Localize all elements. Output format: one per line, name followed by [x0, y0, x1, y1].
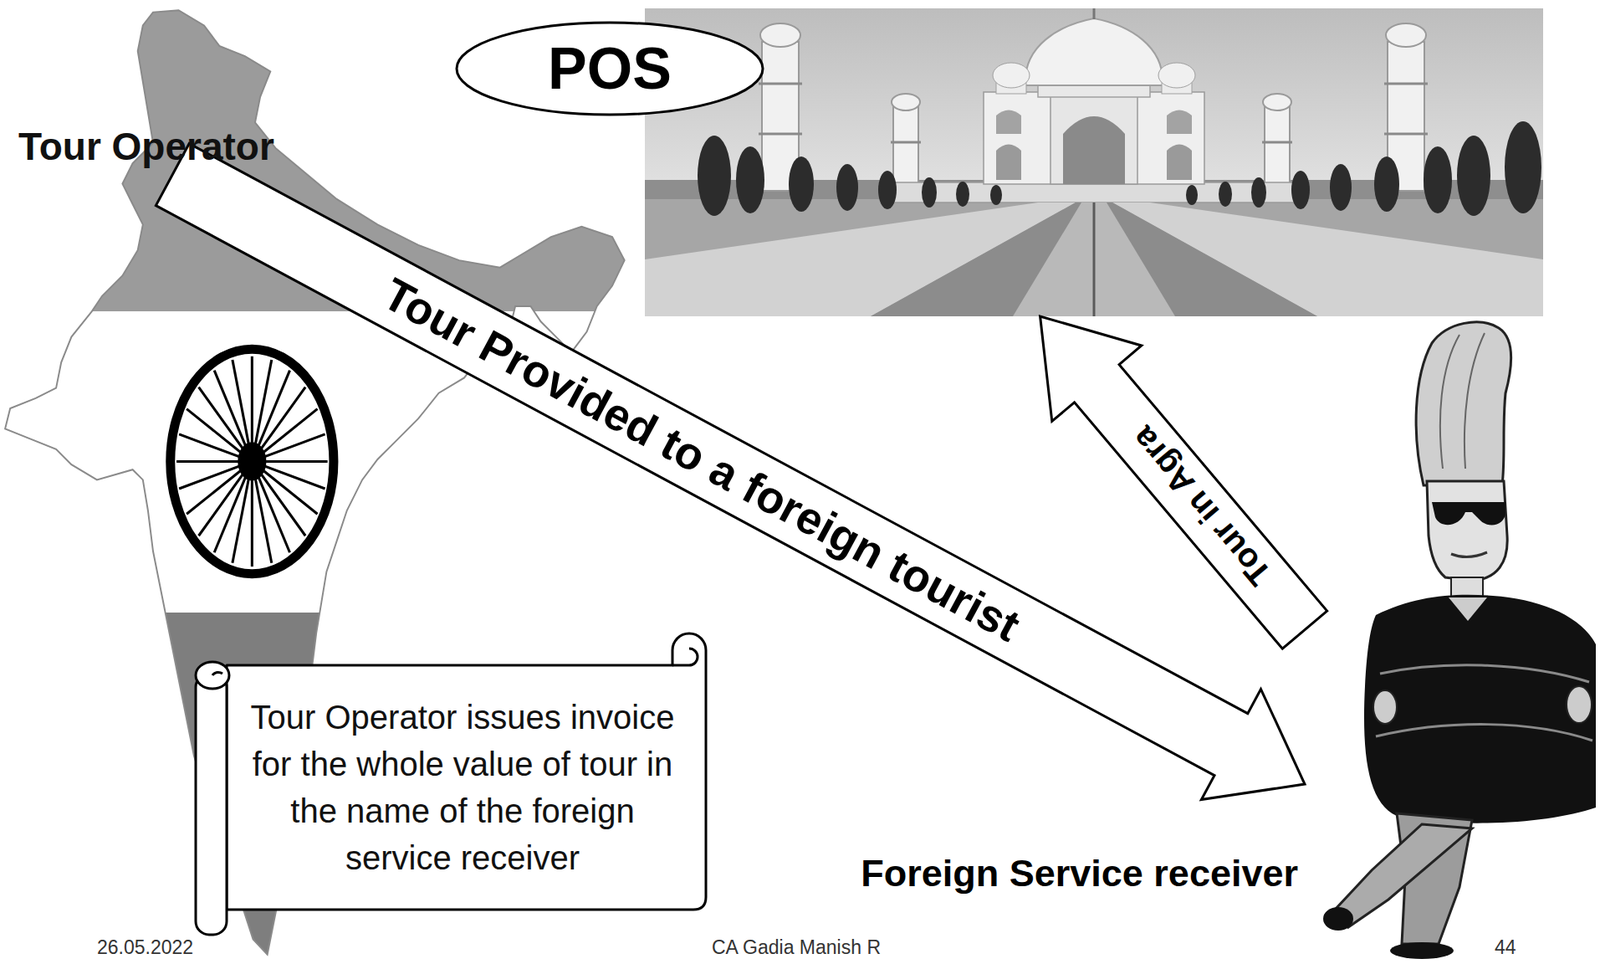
- taj-mahal-scene: [697, 135, 731, 216]
- tourist-figure: [1415, 322, 1511, 486]
- taj-mahal-photo: [644, 8, 1544, 317]
- pos-label: POS: [547, 39, 672, 98]
- taj-mahal-scene: [1262, 93, 1292, 111]
- scroll-roll-curl: [212, 671, 223, 675]
- taj-mahal-scene: [996, 110, 1022, 135]
- taj-mahal-scene: [1158, 62, 1196, 88]
- ashoka-chakra: [170, 348, 334, 573]
- taj-mahal-scene: [1423, 146, 1452, 214]
- taj-mahal-scene: [1012, 202, 1176, 317]
- taj-mahal-scene: [996, 144, 1022, 181]
- taj-mahal-scene: [644, 8, 1544, 203]
- pos-ellipse: POS: [454, 20, 766, 118]
- receiver-caption: Foreign Service receiver: [860, 851, 1299, 895]
- taj-mahal-scene: [1025, 18, 1163, 86]
- taj-mahal-scene: [921, 177, 937, 208]
- chakra-spokes: [176, 356, 328, 567]
- taj-mahal-scene: [1329, 163, 1352, 211]
- taj-mahal-scene: [1185, 184, 1198, 205]
- pos-photo-box: POS: [644, 8, 1544, 317]
- tourist-figure: [1451, 552, 1488, 558]
- footer-label: CA Gadia Manish R: [711, 937, 881, 957]
- tourist-figure: [1440, 332, 1485, 469]
- taj-mahal-scene: [1291, 170, 1310, 210]
- taj-mahal-scene: [1251, 177, 1267, 208]
- taj-mahal-scene: [1384, 132, 1428, 136]
- taj-mahal-scene: [1456, 135, 1491, 216]
- tourist-figure: [1390, 941, 1454, 959]
- ashoka-chakra: [170, 348, 334, 573]
- scroll-roll-top: [195, 661, 230, 689]
- taj-mahal-scene: [890, 141, 921, 144]
- taj-mahal-scene: [1166, 110, 1192, 135]
- taj-mahal-scene: [887, 182, 1301, 203]
- taj-mahal-scene: [983, 92, 1205, 185]
- taj-mahal-scene: [891, 93, 921, 111]
- tourist-figure: [1375, 664, 1593, 741]
- pos-ellipse-shape: [456, 22, 763, 115]
- taj-mahal-scene: [990, 184, 1002, 205]
- taj-mahal-scene: [1384, 82, 1428, 86]
- receiver-caption-holder: Foreign Service receiver: [860, 851, 1299, 895]
- receiver-figure-box: Foreign Service receiver: [1304, 321, 1600, 964]
- taj-mahal-scene: [1050, 95, 1138, 185]
- taj-mahal-scene: [992, 62, 1030, 88]
- taj-mahal-scene: [644, 199, 1544, 317]
- tourist-figure: [1426, 480, 1508, 581]
- node-label: Tour Operator: [15, 123, 278, 170]
- arrow-label: Tour in Agra: [1123, 418, 1279, 594]
- tourist-figure: [1336, 823, 1473, 927]
- tourist-figure: [1364, 594, 1596, 824]
- scroll-note: Tour Operator issues invoice for the who…: [240, 693, 685, 881]
- taj-mahal-scene: [760, 23, 801, 47]
- tourist-figure: [1566, 685, 1592, 723]
- taj-mahal-scene: [870, 202, 1318, 317]
- tourist-figure: [1323, 322, 1596, 959]
- block-arrow: [1040, 316, 1328, 649]
- taj-mahal-scene: [1374, 156, 1400, 212]
- taj-mahal-scene: [1063, 116, 1125, 185]
- tourist-figure: [1373, 690, 1397, 724]
- taj-mahal-scene: [758, 132, 803, 136]
- taj-mahal-scene: [644, 8, 1544, 317]
- scroll-roll: [195, 673, 227, 935]
- taj-mahal-scene: [878, 170, 897, 210]
- scroll-text-holder: Tour Operator issues invoice for the who…: [240, 693, 685, 881]
- taj-mahal-scene: [1262, 141, 1293, 144]
- tour-operator-box: Tour Operator: [15, 123, 278, 170]
- taj-mahal-scene: [788, 156, 814, 212]
- taj-mahal-scene: [1093, 202, 1096, 317]
- taj-mahal-scene: [1264, 107, 1290, 188]
- arrow-label: Tour Provided to a foreign tourist: [373, 268, 1031, 650]
- taj-mahal-scene: [1093, 8, 1096, 20]
- pos-text-holder: POS: [454, 20, 766, 118]
- scroll-body: [226, 633, 706, 910]
- taj-mahal-scene: [893, 107, 919, 188]
- taj-mahal-scene: [697, 121, 1542, 216]
- ashoka-chakra: [237, 441, 266, 481]
- tourist-figure: [1323, 906, 1354, 931]
- taj-mahal-scene: [1504, 121, 1542, 214]
- taj-mahal-scene: [758, 82, 803, 86]
- tourist-figure: [1448, 597, 1488, 621]
- taj-mahal-scene: [1385, 23, 1427, 47]
- taj-mahal-scene: [736, 146, 765, 214]
- invoice-scroll: Tour Operator issues invoice for the who…: [189, 624, 710, 935]
- taj-mahal-scene: [955, 181, 970, 207]
- scroll-curl: [672, 648, 698, 665]
- taj-mahal-scene: [836, 163, 859, 211]
- footer-label: 26.05.2022: [97, 937, 194, 957]
- taj-mahal-scene: [1166, 144, 1192, 181]
- footer-label: 44: [1494, 937, 1517, 957]
- tourist-figure: [1431, 501, 1506, 525]
- taj-mahal-scene: [1218, 181, 1232, 207]
